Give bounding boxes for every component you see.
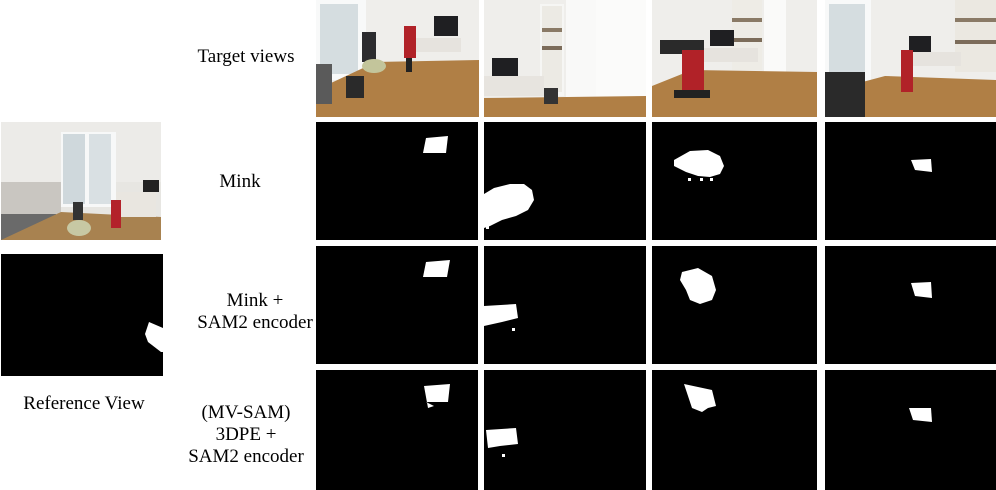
mink-sam2-mask-view-3-object <box>680 268 716 304</box>
mink-mask-view-1-object <box>423 136 448 153</box>
mink-sam2-mask-view-1-object <box>423 260 450 277</box>
mvsam-mask-view-4 <box>825 370 996 490</box>
mvsam-label-line3: SAM2 encoder <box>188 446 304 467</box>
mink-mask-view-4 <box>825 122 996 240</box>
reference-view-image <box>1 122 161 240</box>
mink-sam2-label: Mink + SAM2 encoder <box>190 290 320 334</box>
mink-sam2-mask-view-2 <box>484 246 646 364</box>
mink-mask-view-3 <box>652 122 817 240</box>
mink-label: Mink <box>219 171 261 192</box>
mvsam-mask-view-1 <box>316 370 478 490</box>
mink-sam2-mask-view-4-object <box>911 282 932 298</box>
mink-mask-view-2 <box>484 122 646 240</box>
mink-sam2-mask-view-3 <box>652 246 817 364</box>
mvsam-mask-view-2-object <box>486 428 518 448</box>
mink-mask-view-1 <box>316 122 478 240</box>
reference-view-label: Reference View <box>23 393 145 414</box>
mvsam-mask-view-3 <box>652 370 817 490</box>
target-views-label: Target views <box>197 46 295 67</box>
target-view-1 <box>316 0 479 117</box>
mvsam-mask-view-2 <box>484 370 646 490</box>
mink-sam2-mask-view-1 <box>316 246 478 364</box>
mvsam-mask-view-3-object <box>684 384 716 412</box>
mink-sam2-label-line1: Mink + <box>226 290 284 311</box>
target-view-2 <box>484 0 646 117</box>
mink-mask-view-4-object <box>911 159 932 172</box>
reference-mask <box>1 254 163 376</box>
mink-mask-view-2-object <box>484 184 534 228</box>
mvsam-mask-view-1-object <box>424 384 450 408</box>
mink-mask-view-3-object <box>674 150 724 177</box>
mvsam-label-line2: 3DPE + <box>215 424 277 445</box>
mvsam-label: (MV-SAM) 3DPE + SAM2 encoder <box>180 402 312 468</box>
reference-mask-object <box>145 322 163 352</box>
mink-sam2-label-line2: SAM2 encoder <box>197 312 313 333</box>
mink-sam2-mask-view-4 <box>825 246 996 364</box>
mvsam-label-line1: (MV-SAM) <box>201 402 291 423</box>
target-view-3 <box>652 0 817 117</box>
target-view-4 <box>825 0 996 117</box>
mvsam-mask-view-4-object <box>909 408 932 422</box>
mink-sam2-mask-view-2-object <box>484 304 518 326</box>
